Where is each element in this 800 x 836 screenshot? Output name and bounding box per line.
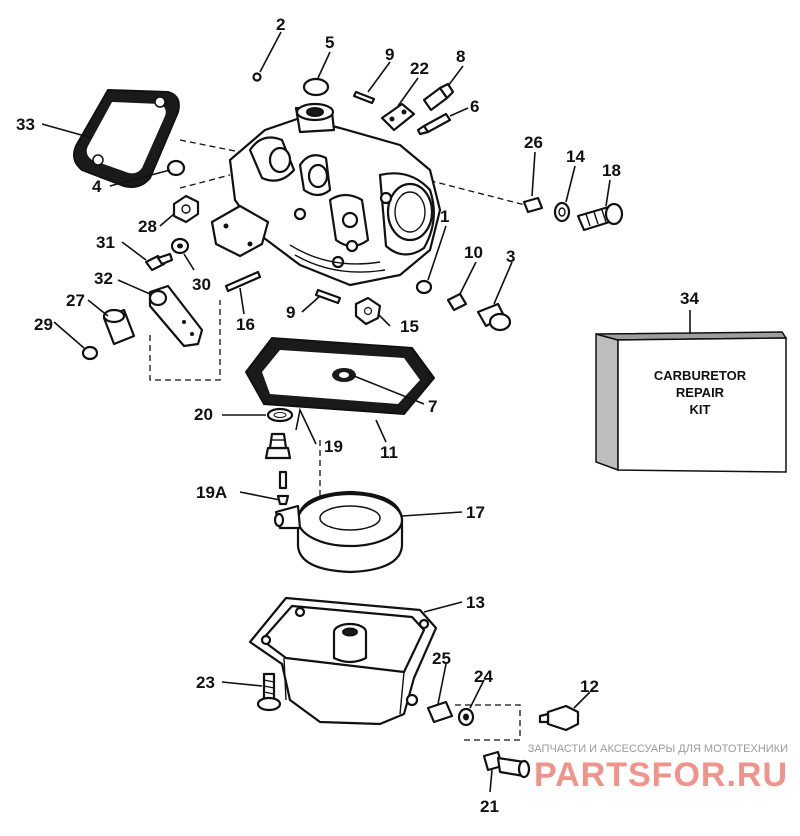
label-16: 16 xyxy=(236,315,255,334)
label-7: 7 xyxy=(428,397,437,416)
part-28-nut xyxy=(172,194,200,224)
part-15-nut xyxy=(354,296,382,326)
label-19: 19 xyxy=(324,437,343,456)
label-22: 22 xyxy=(410,59,429,78)
label-33: 33 xyxy=(16,115,35,134)
label-15: 15 xyxy=(400,317,419,336)
carburetor-repair-kit-box: CARBURETOR REPAIR KIT xyxy=(595,331,788,473)
kit-text-line3: KIT xyxy=(690,402,711,417)
callout-labels: 2 5 9 22 8 6 33 4 26 14 18 28 31 30 1 10… xyxy=(16,15,699,816)
part-18-screw xyxy=(576,202,624,232)
part-10-jet xyxy=(446,292,468,312)
part-4-plug xyxy=(166,159,186,177)
label-9-upper: 9 xyxy=(385,45,394,64)
label-13: 13 xyxy=(466,593,485,612)
part-3-plug-screw xyxy=(476,302,512,332)
label-19a: 19A xyxy=(196,483,227,502)
label-14: 14 xyxy=(566,147,585,166)
label-12: 12 xyxy=(580,677,599,696)
label-34: 34 xyxy=(680,289,699,308)
label-27: 27 xyxy=(66,291,85,310)
label-18: 18 xyxy=(602,161,621,180)
part-33-flange-gasket xyxy=(73,88,180,188)
part-30-washer xyxy=(170,237,190,255)
part-8-fitting xyxy=(422,82,455,112)
watermark-tagline: ЗАПЧАСТИ И АКСЕССУАРЫ ДЛЯ МОТОТЕХНИКИ xyxy=(528,743,788,755)
part-23-bolt xyxy=(256,672,282,712)
label-11: 11 xyxy=(380,443,398,462)
kit-text-line1: CARBURETOR xyxy=(654,368,747,383)
watermark-logo: PARTSFOR.RU xyxy=(534,756,788,794)
label-31: 31 xyxy=(96,233,115,252)
label-6: 6 xyxy=(470,97,479,116)
label-29: 29 xyxy=(34,315,53,334)
label-2: 2 xyxy=(276,15,285,34)
label-23: 23 xyxy=(196,673,215,692)
label-10: 10 xyxy=(464,243,483,262)
part-19-needle-seat xyxy=(264,432,292,460)
part-16-pin xyxy=(224,270,262,293)
label-3: 3 xyxy=(506,247,515,266)
label-1: 1 xyxy=(440,207,449,226)
part-12-plug xyxy=(538,704,580,732)
part-24-washer xyxy=(457,707,475,727)
part-19a-needle xyxy=(276,470,290,506)
part-25-jet xyxy=(426,700,454,724)
label-9-lower: 9 xyxy=(286,303,295,322)
label-20: 20 xyxy=(194,405,213,424)
kit-text-line2: REPAIR xyxy=(676,385,725,400)
part-20-gasket-ring xyxy=(266,407,294,423)
label-25: 25 xyxy=(432,649,451,668)
label-26: 26 xyxy=(524,133,543,152)
part-17-float xyxy=(273,490,404,574)
throttle-lever-plate xyxy=(210,204,270,258)
part-29-ring xyxy=(81,345,99,361)
label-28: 28 xyxy=(138,217,157,236)
leader-lines xyxy=(41,31,691,793)
part-5-plug xyxy=(302,77,330,97)
label-30: 30 xyxy=(192,275,211,294)
label-4: 4 xyxy=(92,177,102,196)
carburetor-body xyxy=(228,102,442,287)
part-21-drain-fitting xyxy=(482,750,531,779)
label-17: 17 xyxy=(466,503,485,522)
part-9-pin-lower xyxy=(314,288,342,305)
part-22-plate xyxy=(380,102,416,132)
label-8: 8 xyxy=(456,47,465,66)
part-27-bushing xyxy=(102,308,136,346)
part-14-washer xyxy=(553,201,571,223)
part-2-ball xyxy=(252,72,262,82)
label-5: 5 xyxy=(325,33,334,52)
part-9-pin-upper xyxy=(352,90,376,105)
part-32-lever xyxy=(148,284,204,348)
part-6-needle xyxy=(416,112,452,136)
label-21: 21 xyxy=(480,797,499,816)
part-13-float-bowl xyxy=(248,596,438,726)
part-1-o-ring xyxy=(415,279,433,295)
part-31-screw xyxy=(144,252,174,272)
watermark: ЗАПЧАСТИ И АКСЕССУАРЫ ДЛЯ МОТОТЕХНИКИ PA… xyxy=(528,743,788,794)
label-24: 24 xyxy=(474,667,493,686)
part-26-jet xyxy=(522,196,544,214)
label-32: 32 xyxy=(94,269,113,288)
part-7-gasket-washer xyxy=(332,368,356,382)
